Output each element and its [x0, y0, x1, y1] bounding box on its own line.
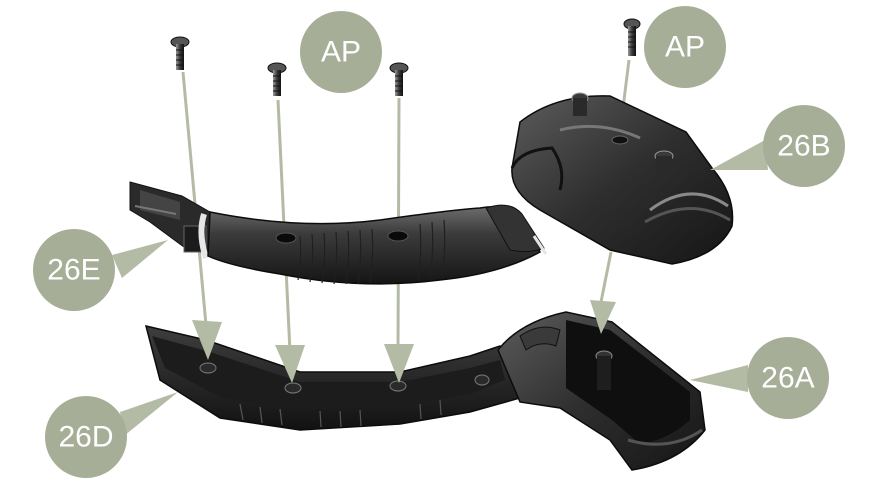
label-pointers [112, 140, 768, 436]
label-ap-right-text: AP [665, 31, 705, 64]
screw-1 [170, 36, 190, 70]
label-26e-text: 26E [47, 254, 100, 287]
screw-3 [389, 62, 409, 96]
screw-2 [267, 62, 287, 96]
label-26b: 26B [763, 105, 845, 187]
assembly-arrowheads [192, 300, 616, 383]
screw-4 [623, 18, 641, 56]
part-26b-upper-housing [510, 92, 734, 265]
label-ap-right: AP [644, 6, 726, 88]
part-26e-upper-tube [129, 181, 548, 285]
label-26b-text: 26B [777, 130, 830, 163]
label-26e: 26E [33, 229, 115, 311]
part-26a-lower-housing [497, 311, 706, 471]
label-26a: 26A [747, 337, 829, 419]
label-ap-center: AP [300, 11, 382, 93]
label-26a-text: 26A [761, 362, 814, 395]
label-26d: 26D [45, 396, 127, 478]
label-26d-text: 26D [58, 421, 113, 454]
label-ap-center-text: AP [321, 36, 361, 69]
part-26d-lower-tray [144, 324, 521, 431]
